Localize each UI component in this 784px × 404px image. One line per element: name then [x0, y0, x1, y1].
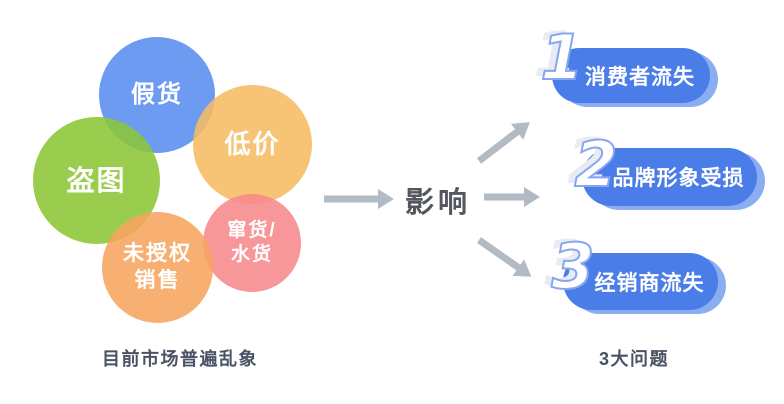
bubble-label: 低价 [224, 128, 281, 159]
bubble-label: 盗图 [66, 164, 127, 196]
pill-label: 经销商流失 [594, 271, 705, 295]
arrow-down-right-icon [476, 237, 532, 277]
pill-number-2: 2 [573, 128, 618, 201]
bubble-label: 未授权销售 [123, 241, 192, 292]
pill-label: 品牌形象受损 [612, 167, 745, 190]
arrow-right-icon [324, 189, 394, 209]
arrow-right-mid-icon [484, 187, 540, 207]
arrow-up-right-icon [476, 122, 530, 164]
pill-label: 消费者流失 [585, 65, 695, 89]
impact-item-brand-image-damage: 品牌形象受损 [582, 148, 757, 206]
bubble-gray-market: 窜货/水货 [203, 194, 301, 292]
pill-number-3: 3 [550, 230, 595, 303]
bubble-label: 假货 [131, 80, 183, 108]
impact-item-consumer-loss: 消费者流失 [552, 48, 710, 103]
bubble-label: 窜货/水货 [227, 219, 277, 265]
impact-item-distributor-loss: 经销商流失 [563, 253, 718, 310]
right-caption: 3大问题 [598, 349, 669, 369]
pill-number-1: 1 [539, 21, 584, 94]
impact-label: 影响 [404, 187, 471, 219]
bubble-low-price: 低价 [193, 85, 312, 204]
left-caption: 目前市场普遍乱象 [102, 349, 258, 369]
bubble-unauthorized-sales: 未授权销售 [102, 212, 213, 323]
